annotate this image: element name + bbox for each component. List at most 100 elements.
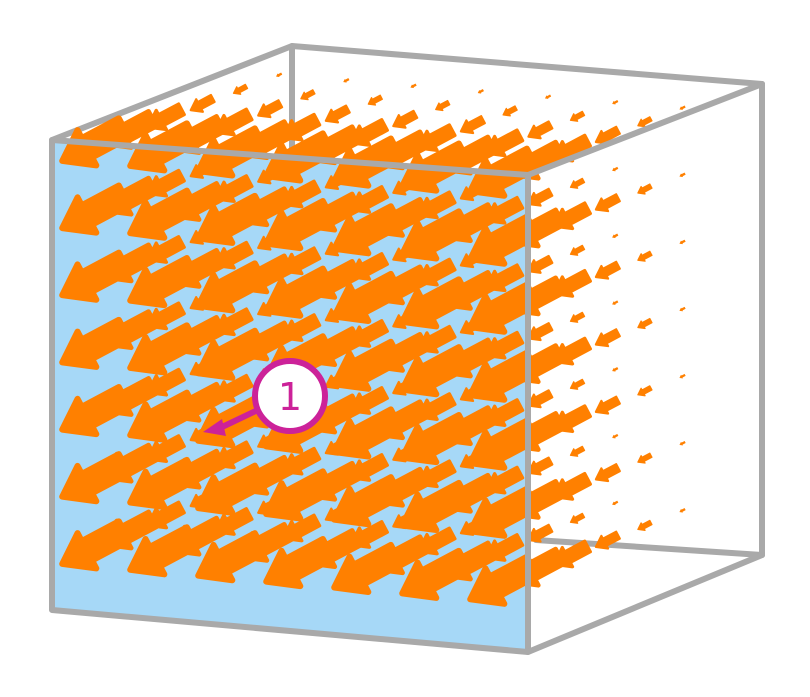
field-arrow [527, 523, 554, 543]
field-arrow [467, 281, 541, 335]
field-arrow [195, 530, 269, 584]
field-arrow [399, 412, 473, 466]
field-arrow [331, 541, 405, 596]
field-arrow [612, 300, 619, 305]
field-arrow [213, 507, 254, 536]
field-arrow [146, 367, 186, 397]
field-arrow [637, 250, 653, 262]
field-arrow [594, 530, 621, 550]
field-arrow [612, 166, 619, 172]
field-arrow [637, 317, 653, 330]
field-arrow [59, 518, 133, 572]
field-arrow [612, 100, 619, 105]
field-arrow [195, 260, 269, 314]
cube-bottom-right-edge [525, 552, 765, 655]
field-arrow [281, 513, 322, 543]
field-arrow [331, 474, 405, 528]
field-arrow [59, 451, 133, 505]
field-arrow [300, 89, 316, 101]
field-arrow [127, 322, 201, 376]
field-arrow [679, 306, 686, 312]
field-arrow [502, 105, 518, 117]
field-arrow [324, 104, 351, 124]
field-arrow [637, 519, 653, 531]
field-arrow [127, 389, 201, 443]
field-arrow [679, 441, 686, 446]
field-arrow [527, 187, 554, 207]
field-arrow [263, 265, 337, 319]
field-arrow [146, 301, 186, 331]
field-arrow [127, 456, 201, 511]
field-arrow [435, 99, 451, 112]
field-arrow [399, 208, 473, 262]
field-arrow [257, 99, 284, 119]
field-arrow [569, 177, 586, 189]
field-arrow [127, 187, 201, 241]
field-arrow [637, 183, 653, 195]
vector-field-arrows [59, 72, 686, 607]
field-arrow [59, 316, 133, 370]
field-arrow [195, 192, 269, 246]
field-arrow [467, 213, 541, 267]
field-arrow [127, 524, 201, 578]
field-arrow [276, 72, 283, 78]
field-arrow [213, 373, 254, 403]
field-arrow [263, 198, 337, 252]
field-arrow [569, 445, 586, 457]
field-arrow [467, 553, 541, 607]
field-arrow [146, 500, 186, 530]
field-arrow [612, 500, 619, 506]
field-arrow [263, 468, 337, 522]
field-arrow [59, 182, 133, 236]
field-arrow [569, 110, 586, 122]
field-arrow [263, 536, 337, 590]
field-arrow [195, 327, 269, 381]
field-arrow [679, 172, 686, 178]
field-arrow [477, 89, 484, 94]
field-arrow [459, 115, 486, 135]
field-arrow [569, 244, 586, 256]
field-arrow [146, 434, 186, 463]
field-arrow [331, 203, 405, 257]
field-arrow [679, 508, 686, 513]
field-arrow [527, 456, 554, 476]
callout-circle [252, 358, 328, 434]
callout-label: 1 [278, 375, 302, 419]
field-arrow [467, 417, 541, 471]
cube-bottom-back-edge [533, 537, 765, 558]
field-arrow [612, 367, 619, 372]
field-arrow [569, 512, 586, 524]
field-arrow [594, 260, 621, 280]
field-arrow [59, 249, 133, 303]
field-arrow [331, 270, 405, 325]
field-arrow [195, 462, 269, 516]
callout-1: 1 [203, 358, 328, 436]
field-arrow [527, 389, 554, 409]
field-arrow [232, 83, 249, 95]
field-arrow [612, 433, 619, 439]
field-arrow [594, 463, 621, 483]
field-arrow [679, 105, 686, 110]
field-arrow [399, 479, 473, 534]
field-arrow [399, 344, 473, 398]
field-arrow [637, 385, 653, 397]
field-arrow [594, 328, 621, 348]
field-arrow [331, 406, 405, 460]
field-arrow [594, 193, 621, 213]
callout-leader-line [217, 405, 265, 431]
field-arrow [410, 83, 417, 89]
field-arrow [399, 276, 473, 330]
field-arrow [189, 93, 216, 113]
field-arrow [399, 547, 473, 601]
field-arrow [527, 254, 554, 274]
field-arrow [331, 338, 405, 392]
field-arrow [367, 94, 383, 106]
field-arrow [594, 395, 621, 415]
field-arrow [127, 255, 201, 309]
field-arrow [467, 485, 541, 539]
field-arrow [281, 446, 322, 476]
field-arrow [679, 239, 686, 245]
field-arrow [569, 311, 586, 323]
